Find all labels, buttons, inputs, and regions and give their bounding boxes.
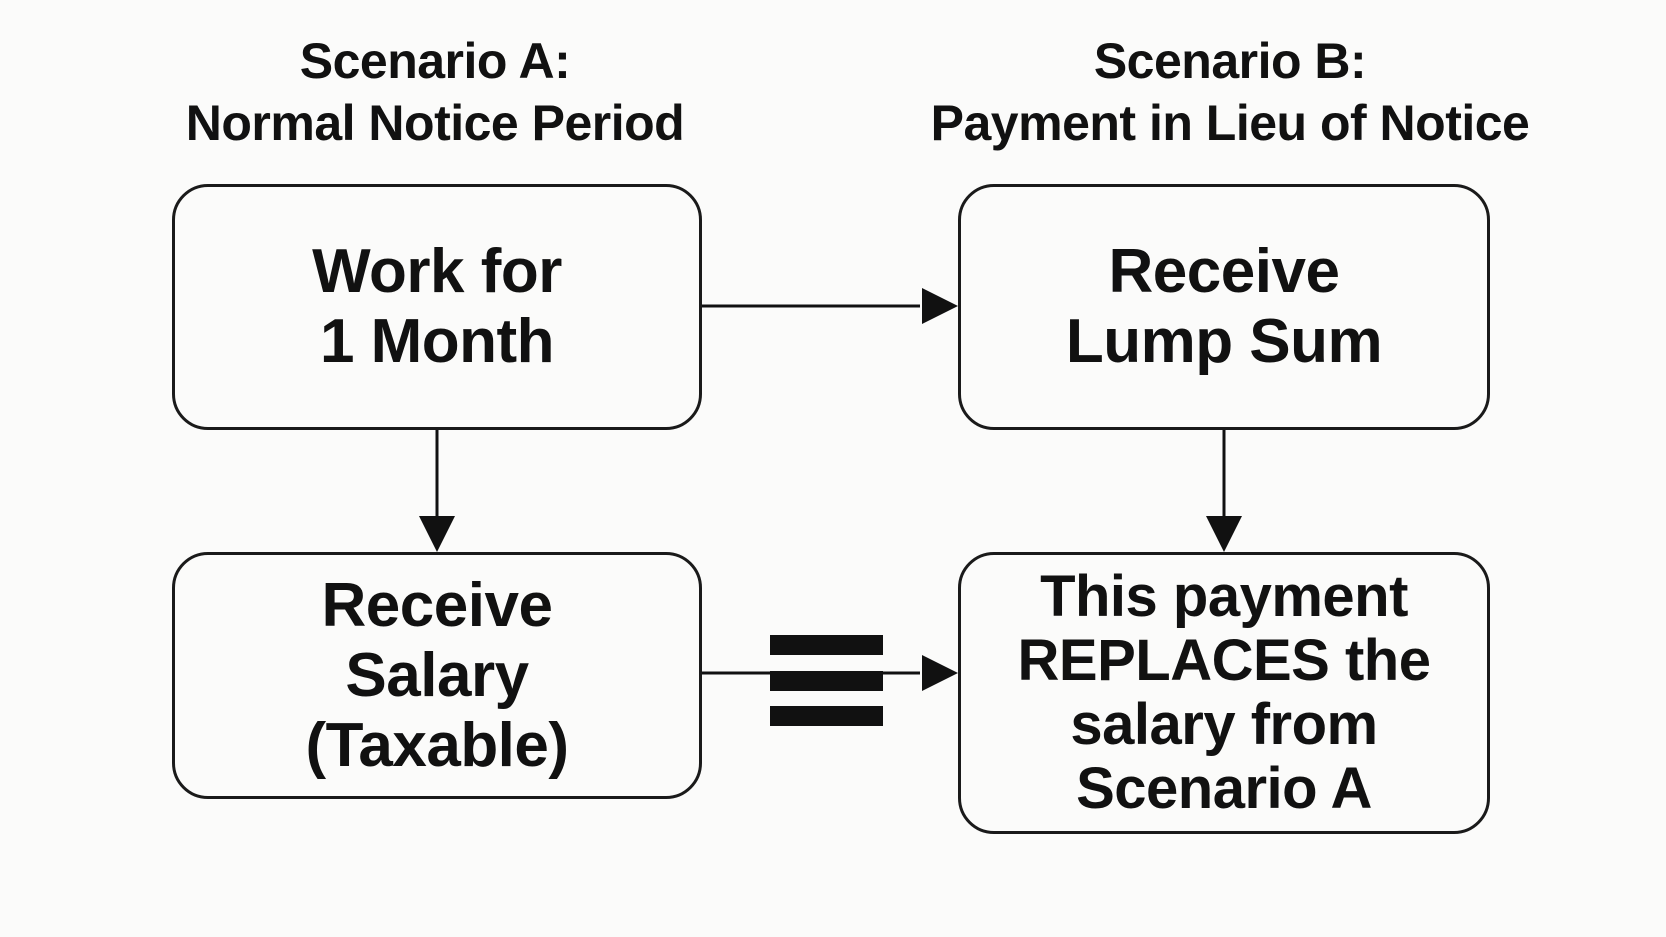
box-replaces-line4: Scenario A [1076, 756, 1372, 821]
scenario-b-heading: Scenario B: Payment in Lieu of Notice [880, 30, 1580, 154]
box-replaces-line1: This payment [1040, 564, 1408, 629]
box-work-line2: 1 Month [319, 307, 555, 376]
scenario-b-title: Scenario B: [1093, 33, 1367, 89]
box-receive-salary: Receive Salary (Taxable) [172, 552, 702, 799]
arrow-lump-sum-to-replaces [1206, 430, 1242, 552]
box-replaces-line2: REPLACES the [1017, 628, 1431, 693]
box-payment-replaces-salary: This payment REPLACES the salary from Sc… [958, 552, 1490, 834]
box-replaces-line3: salary from [1070, 692, 1378, 757]
arrow-work-to-salary [419, 430, 455, 552]
box-receive-lump-sum: Receive Lump Sum [958, 184, 1490, 430]
scenario-a-heading: Scenario A: Normal Notice Period [120, 30, 750, 154]
arrow-work-to-lump-sum [702, 288, 958, 324]
box-lump-line1: Receive [1108, 237, 1340, 306]
arrow-salary-to-replaces [702, 655, 958, 691]
box-lump-line2: Lump Sum [1065, 307, 1383, 376]
scenario-a-title: Scenario A: [299, 33, 571, 89]
box-salary-line1: Receive [321, 570, 553, 640]
box-work-one-month: Work for 1 Month [172, 184, 702, 430]
box-work-line1: Work for [312, 237, 562, 306]
equivalence-icon [770, 635, 883, 726]
box-salary-line2: Salary [345, 640, 529, 710]
scenario-a-subtitle: Normal Notice Period [185, 95, 685, 151]
box-salary-line3: (Taxable) [305, 710, 569, 780]
scenario-b-subtitle: Payment in Lieu of Notice [930, 95, 1530, 151]
